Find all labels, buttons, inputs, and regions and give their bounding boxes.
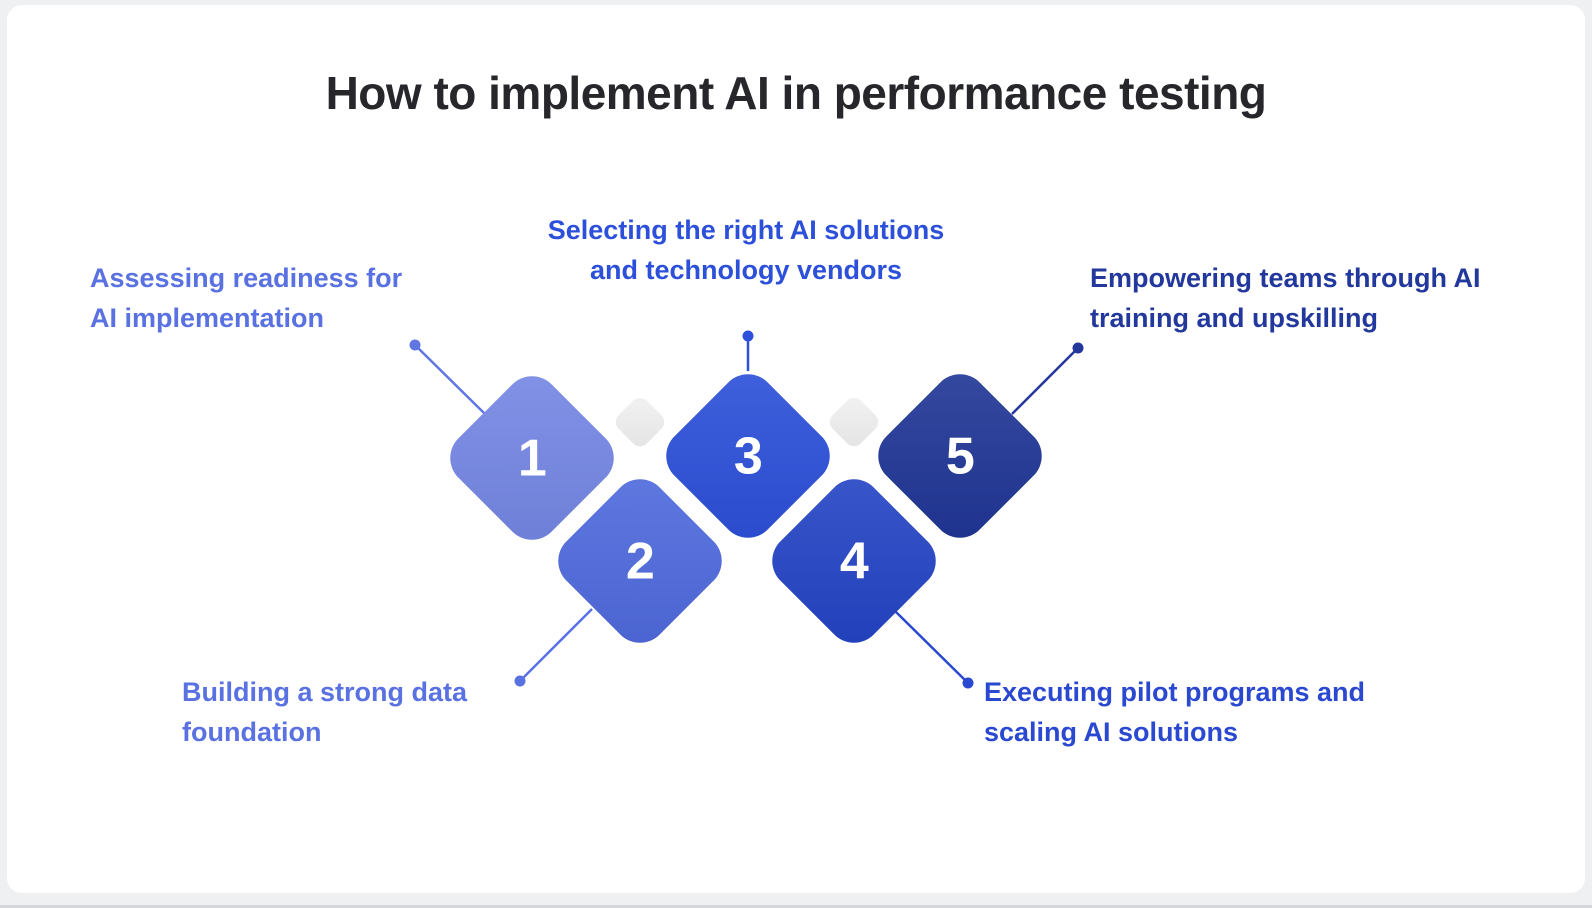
step-number-4: 4 — [839, 531, 869, 590]
step-label-4: Executing pilot programs and scaling AI … — [984, 677, 1366, 747]
step-number-3: 3 — [733, 426, 763, 485]
connector-dot-1 — [409, 339, 421, 351]
connector-line-4 — [895, 611, 969, 684]
connector-dot-4 — [962, 677, 974, 689]
page-title: How to implement AI in performance testi… — [325, 67, 1267, 119]
step-number-1: 1 — [517, 428, 547, 487]
connector-dot-5 — [1072, 342, 1084, 354]
step-label-3: Selecting the right AI solutions and tec… — [547, 215, 945, 285]
step-label-1: Assessing readiness for AI implementatio… — [90, 263, 403, 333]
connector-dot-3 — [742, 330, 754, 342]
connector-line-2 — [519, 608, 593, 682]
connector-line-5 — [1011, 347, 1079, 415]
connector-dot-2 — [514, 675, 526, 687]
connector-line-1 — [414, 344, 485, 414]
step-number-2: 2 — [625, 531, 655, 590]
step-number-5: 5 — [945, 426, 975, 485]
step-label-2: Building a strong data foundation — [182, 677, 468, 747]
step-label-5: Empowering teams through AI training and… — [1090, 263, 1481, 333]
bottom-edge-strip — [0, 905, 1592, 908]
